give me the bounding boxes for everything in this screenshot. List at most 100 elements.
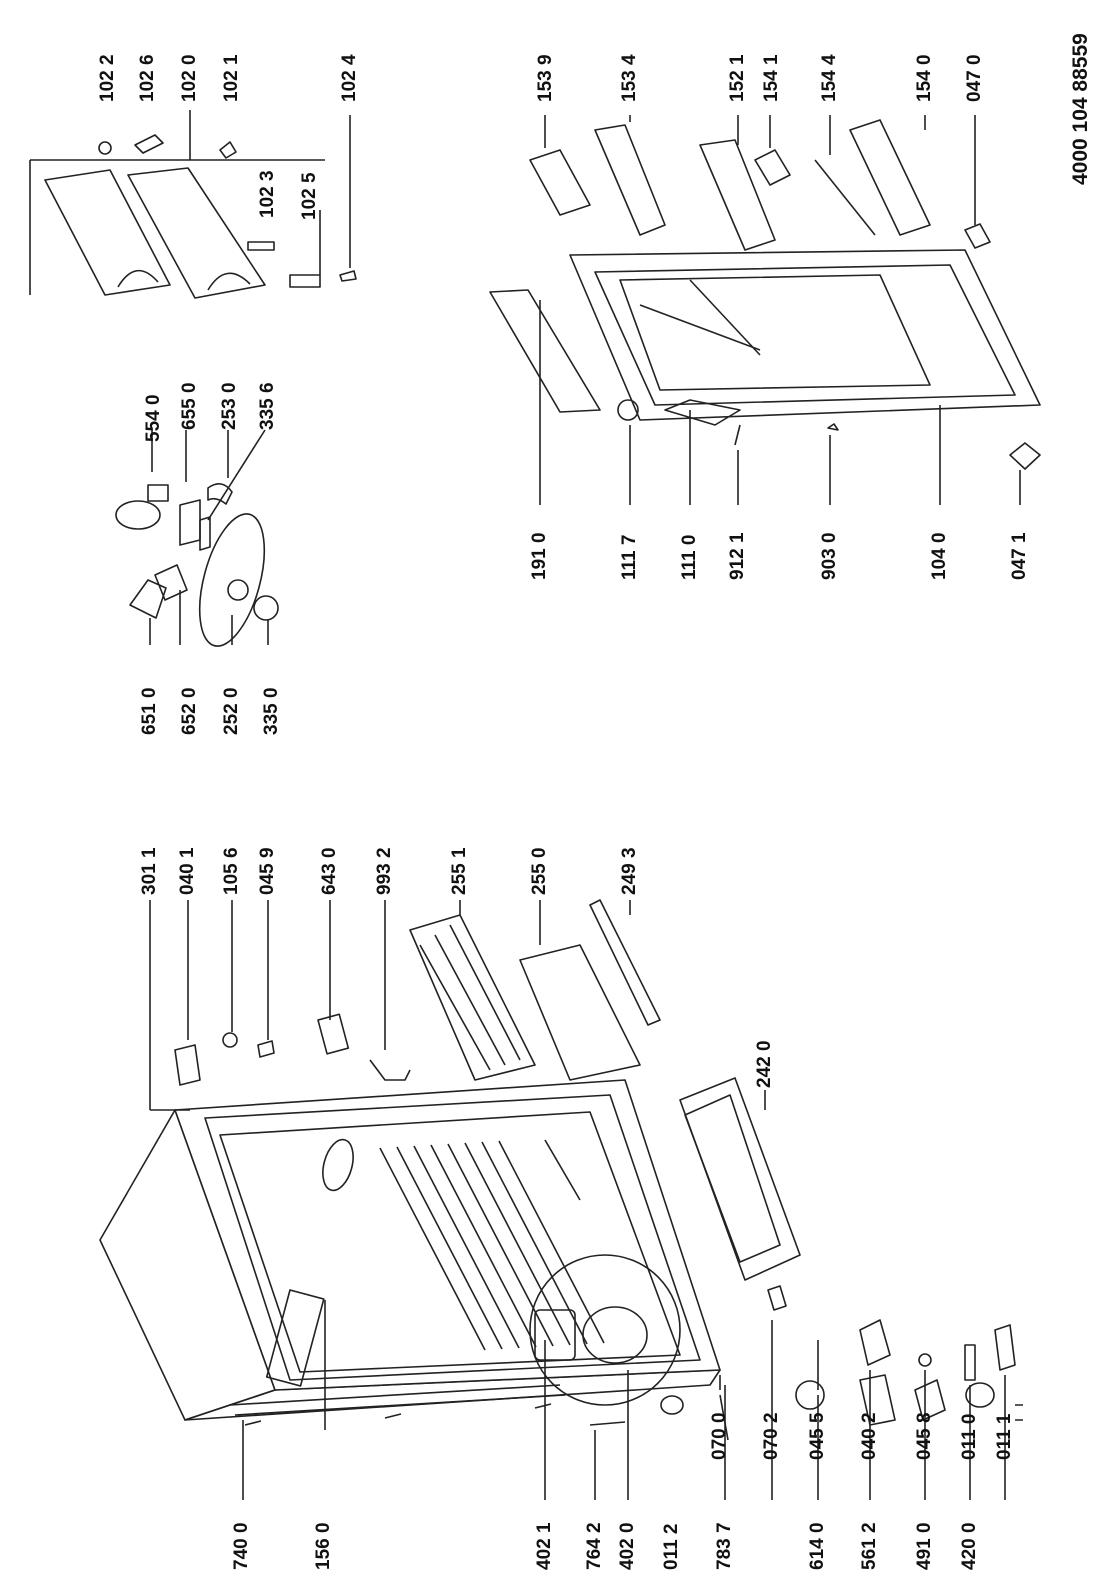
part-label-1540: 154 0 [914,54,935,102]
door-handle-recess [117,269,159,288]
part-label-3356: 335 6 [257,382,278,430]
part-0458 [918,1353,932,1367]
part-label-7642: 764 2 [584,1522,605,1570]
part-label-2550: 255 0 [529,847,550,895]
part-0110 [964,1344,976,1381]
part-label-7400: 740 0 [231,1522,252,1570]
part-label-1020: 102 0 [179,54,200,102]
part-label-9932: 993 2 [374,847,395,895]
door-hinge-part [134,134,164,154]
part-label-1026: 102 6 [137,54,158,102]
part-label-1560: 156 0 [313,1522,334,1570]
thermostat-part [154,564,188,601]
shelf-rail [498,1140,605,1344]
thermostat-dial [227,579,249,601]
door-panel-outer [44,169,171,296]
shelf-clip [754,149,791,186]
door-small-tab [339,270,357,282]
switch-part [179,499,201,546]
part-4910 [914,1379,946,1421]
shelf-trim [589,899,661,1026]
part-0112 [660,1395,684,1415]
part-label-1025: 102 5 [299,172,320,220]
bracket-part [174,1044,201,1086]
part-label-0459: 045 9 [257,847,278,895]
hinge-bracket [664,399,741,426]
cabinet-vent-grill [265,1289,325,1387]
shelf-rail [379,1147,486,1351]
part-label-6520: 652 0 [179,687,200,735]
part-label-2530: 253 0 [219,382,240,430]
part-label-0112: 011 2 [661,1523,682,1571]
part-label-9030: 903 0 [819,532,840,580]
door-handle-recess-2 [207,272,251,291]
part-label-1117: 111 7 [619,534,640,580]
part-6140 [795,1380,825,1410]
shelf-rail [430,1144,537,1348]
door-shelf [699,139,776,251]
thermostat-housing [198,513,266,647]
part-label-1521: 152 1 [727,54,748,102]
shelf-rail [544,1139,581,1201]
part-label-5540: 554 0 [143,394,164,442]
part-label-6430: 643 0 [319,847,340,895]
cabinet-inner [204,1094,701,1381]
wire-shelf-rod [419,944,491,1071]
cabinet-back [219,1111,681,1373]
wire-shelf-rod [449,924,521,1061]
compressor-relay [534,1309,576,1361]
part-label-6510: 651 0 [139,687,160,735]
shelves-group [174,899,801,1281]
cable-part [369,1059,411,1081]
cover-plate [317,1013,350,1055]
part-label-9121: 912 1 [727,532,748,580]
part-label-0110: 011 0 [959,1413,980,1461]
part-label-4910: 491 0 [914,1522,935,1570]
document-code: 4000 104 88559 [1069,33,1092,185]
part-label-6550: 655 0 [179,382,200,430]
lamp-shade [207,483,233,505]
part-label-1534: 153 4 [619,54,640,102]
part-label-1024: 102 4 [339,54,360,102]
gasket [489,289,601,413]
part-label-0702: 070 2 [761,1412,782,1460]
compressor-body [582,1306,648,1364]
cabinet-rear-grille [229,1384,566,1416]
thermostat-knob [253,595,279,621]
compressor-detail-circle [529,1254,681,1406]
crisper-front [684,1094,781,1263]
part-label-1110: 111 0 [679,534,700,580]
door-small-plate [247,241,275,251]
bottle-rack [529,149,591,216]
part-label-0700: 070 0 [709,1412,730,1460]
part-0111 [994,1324,1016,1371]
wire-shelf-rod [434,934,506,1066]
part-label-4020: 402 0 [617,1522,638,1570]
part-label-3350: 335 0 [261,687,282,735]
butter-tray [594,124,666,236]
part-label-2493: 249 3 [619,847,640,895]
door-clip-part [219,141,237,159]
hinge-pin-cap [617,399,639,421]
shelf-rail [396,1146,503,1350]
thermostat-group [115,429,279,647]
part-label-1056: 105 6 [221,847,242,895]
part-small-screws [1015,1404,1023,1421]
part-5612 [859,1374,896,1426]
part-label-4200: 420 0 [959,1522,980,1570]
door-inner-tray [619,274,931,391]
small-parts-group [660,1285,1023,1500]
part-label-0470: 047 0 [964,54,985,102]
part-label-0111: 011 1 [994,1413,1015,1461]
part-label-1910: 191 0 [529,532,550,580]
door-panels-group [29,110,357,299]
part-label-2551: 255 1 [449,847,470,895]
part-label-1544: 154 4 [819,54,840,102]
door-cap-part [98,141,112,155]
pin-part [257,1040,275,1058]
rear-feet [244,1403,552,1426]
part-0702 [767,1285,787,1311]
part-label-5612: 561 2 [859,1522,880,1570]
cabinet-thermostat [322,1138,354,1192]
